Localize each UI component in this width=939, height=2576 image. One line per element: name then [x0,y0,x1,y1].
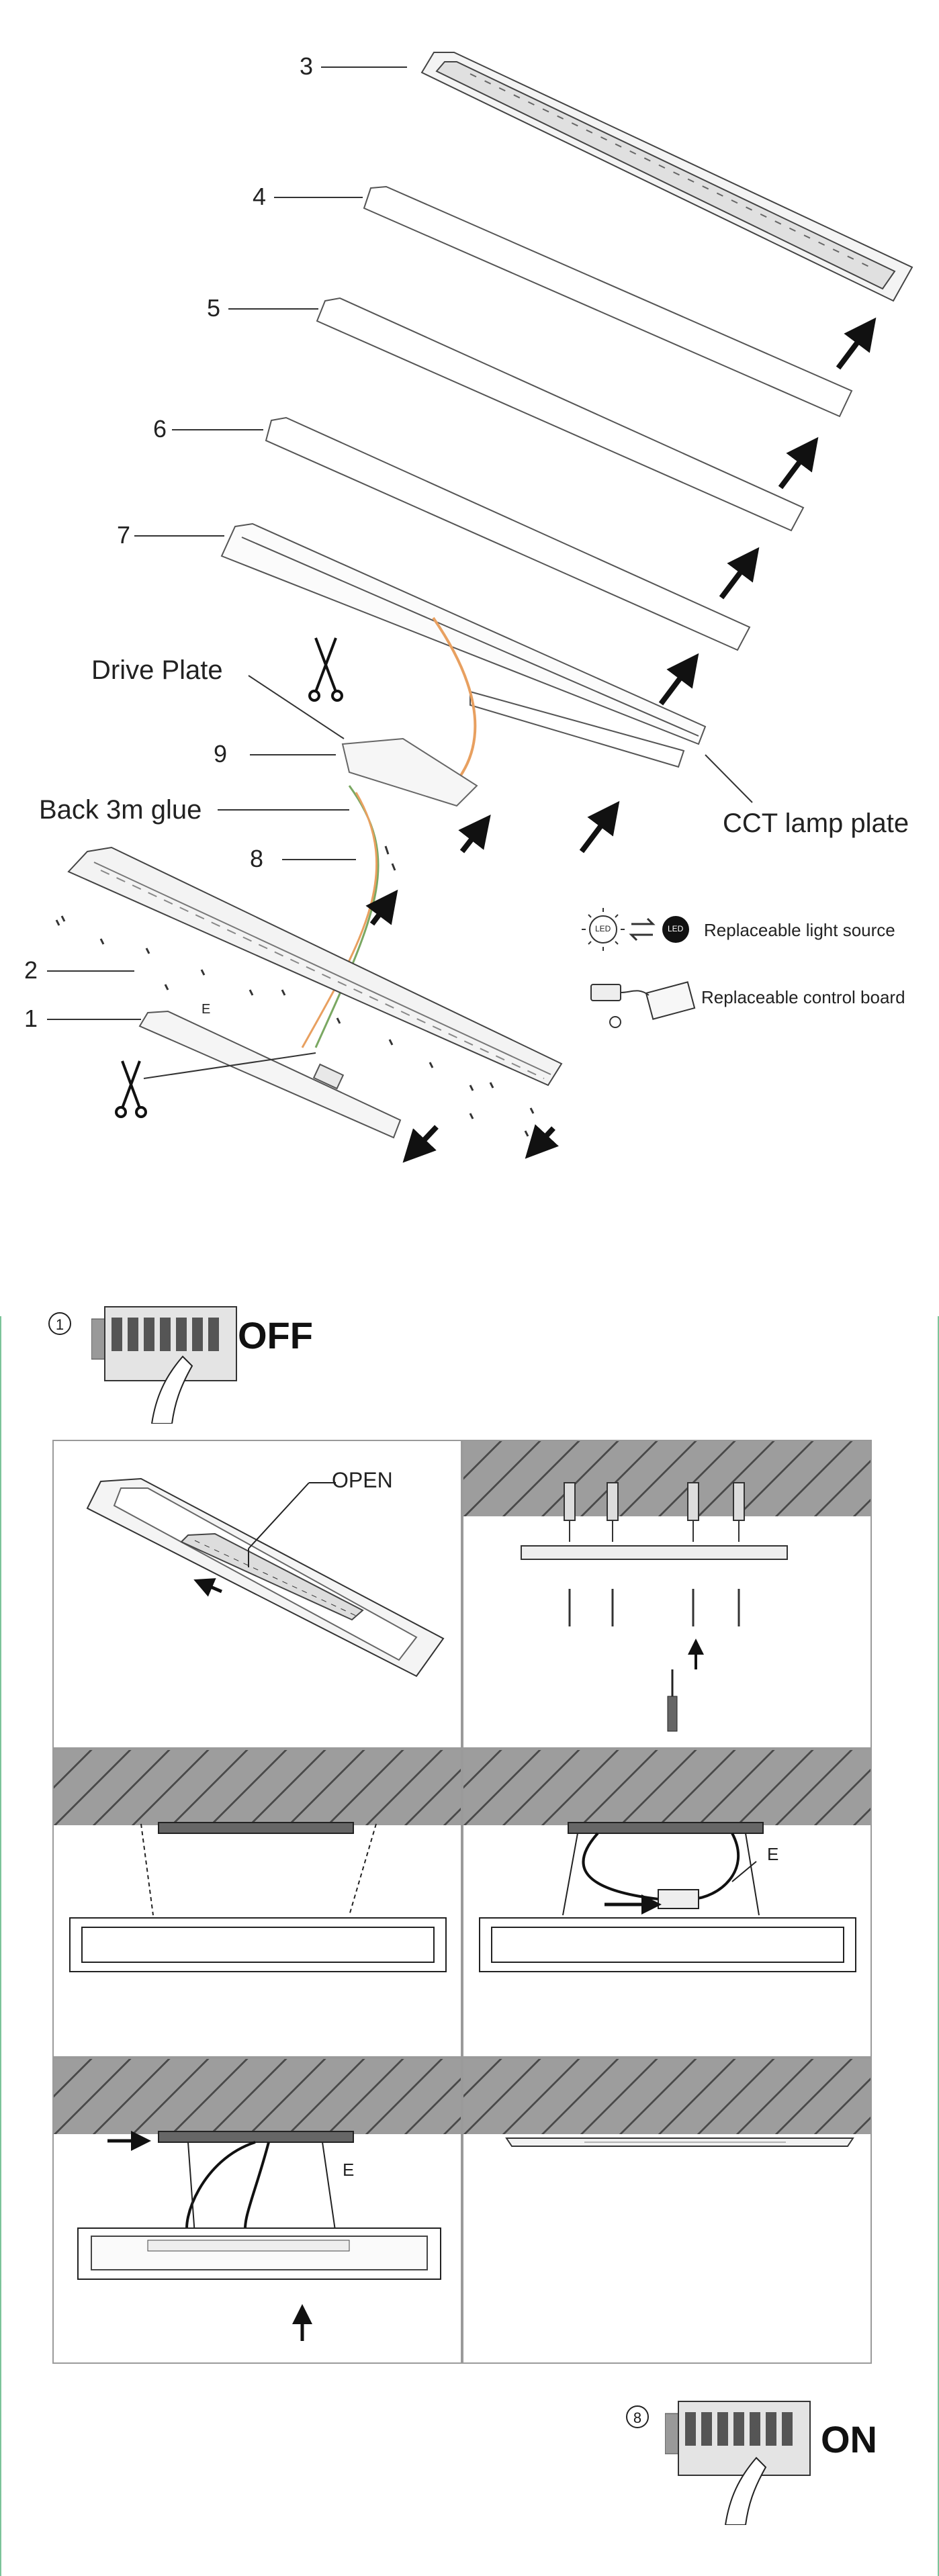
part-label-8: 8 [250,845,264,872]
arrow-up-3 [719,547,760,600]
step-panel-drill-anchors [462,1440,872,1749]
open-cover-drawing [86,1477,445,1677]
leader-cct [705,754,753,803]
leader-scissors-bottom [143,1052,316,1079]
arrow-up-6 [458,815,491,854]
step-number-8: 8 [626,2405,649,2428]
led-icon-text-dark: LED [668,924,684,933]
page-edge-right [938,1316,939,2576]
part-light-guide [316,297,805,532]
legend-light-source: Replaceable light source [704,920,895,940]
step-number-1: 1 [48,1312,71,1335]
leader-drive [248,675,345,739]
finished-drawing [505,2137,854,2147]
part-label-2: 2 [24,956,38,984]
direction-arrows [365,317,877,1163]
part-back-tray [220,522,707,745]
part-label-3: 3 [300,52,314,80]
part-label-1: 1 [24,1005,38,1032]
arrow-up-7 [365,889,398,926]
wire-orange-2 [301,792,377,1048]
part-screws [384,845,396,871]
step-panel-open-cover: OPEN [52,1440,462,1749]
arrow-down-1 [402,1125,439,1163]
wire-orange [432,616,477,790]
breaker-off-icon [91,1306,237,1424]
part-label-7: 7 [117,521,131,549]
arrow-up-2 [778,436,819,490]
ceiling-hatch-4 [54,2059,461,2134]
arrow-up-4 [658,653,699,706]
step-panel-connect-wires: E [462,1749,872,2058]
drive-plate-label: Drive Plate [91,655,223,685]
ceiling-hatch-3 [463,1750,870,1825]
ceiling-hatch-5 [463,2059,870,2134]
arrow-up-1 [836,317,877,370]
swap-arrows-icon [629,917,656,941]
hang-cables-drawing [69,1822,447,1972]
legend-control-board: Replaceable control board [701,987,905,1007]
on-label: ON [821,2418,877,2460]
control-board-icon [590,981,696,1028]
led-icon-text: LED [595,924,611,933]
step-panel-finished [462,2058,872,2364]
exploded-view-drawing [47,52,913,1163]
led-sun-icon [582,908,625,951]
back-glue-label: Back 3m glue [39,795,202,825]
open-label: OPEN [332,1468,393,1492]
wire-e-label-step4: E [767,1844,779,1864]
arrow-up-5 [579,800,620,854]
scissors-icon-top [308,637,343,702]
part-bottom-rail [138,1010,402,1139]
wire-e-label: E [202,1002,211,1017]
led-dark-icon [662,916,689,943]
ceiling-hatch [463,1441,870,1516]
part-label-4: 4 [253,183,267,210]
scissors-icon-bottom [115,1060,147,1118]
arrow-down-2 [525,1124,559,1159]
cct-plate-label: CCT lamp plate [723,809,909,838]
part-drive-plate [341,737,478,807]
part-driver-box [312,1063,345,1090]
ceiling-hatch-2 [54,1750,461,1825]
part-label-9: 9 [214,740,228,768]
part-frame-body [67,846,563,1087]
off-label: OFF [238,1314,313,1356]
part-label-5: 5 [207,294,221,322]
page-edge-left [0,1316,1,2576]
connect-wires-drawing [479,1822,856,1972]
part-frame-top [420,52,913,302]
part-reflector [265,416,751,651]
wire-e-label-step5: E [343,2160,355,2180]
anchors-drawing [521,1482,788,1732]
attach-panel-drawing [77,2131,441,2341]
breaker-on-icon [665,2401,811,2525]
part-label-6: 6 [153,415,167,443]
step-panel-hang-cables [52,1749,462,2058]
part-cct-plate [470,690,685,768]
part-diffuser [363,185,853,418]
step-panel-attach-panel: E [52,2058,462,2364]
